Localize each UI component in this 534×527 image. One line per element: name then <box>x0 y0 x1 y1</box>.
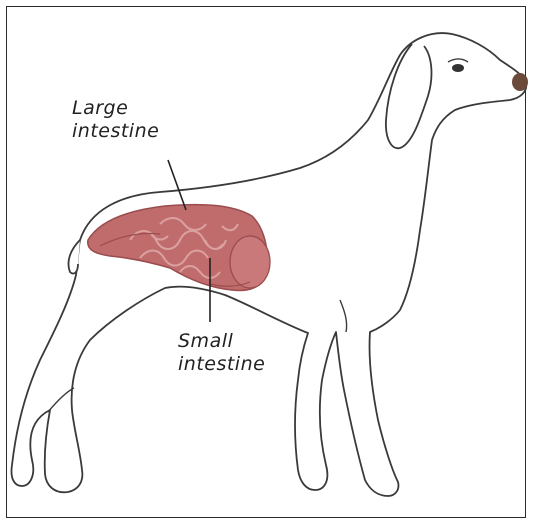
small-intestine-label-line1: Small <box>178 330 265 353</box>
large-intestine-label-line1: Large <box>72 97 159 120</box>
large-intestine-label-line2: intestine <box>72 120 159 143</box>
dog-eye <box>452 64 464 72</box>
small-intestine-label: Small intestine <box>178 330 265 376</box>
dog-nose <box>512 73 528 91</box>
dog-tail <box>68 240 80 274</box>
large-intestine-label: Large intestine <box>72 97 159 143</box>
cecum-lobe <box>230 236 270 288</box>
small-intestine-label-line2: intestine <box>178 353 265 376</box>
